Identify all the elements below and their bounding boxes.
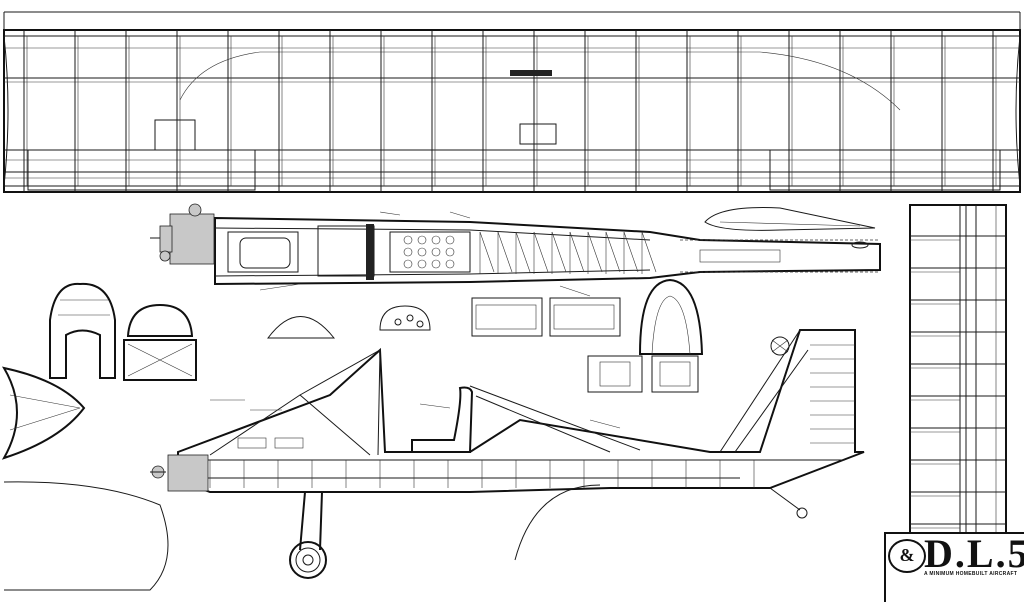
wing-panel-side xyxy=(909,204,1007,534)
fuselage-side-view xyxy=(150,329,865,579)
bulkheads xyxy=(471,278,704,393)
logo-icon: & xyxy=(888,539,926,573)
wing-plan xyxy=(3,11,1021,193)
cowl-parts xyxy=(1,282,431,591)
fuselage-top-view xyxy=(150,203,881,286)
model-name: D.L.5 xyxy=(924,531,1024,576)
leader-lines xyxy=(210,211,621,429)
engine-top xyxy=(150,203,215,265)
model-subtitle: A MINIMUM HOMEBUILT AIRCRAFT xyxy=(924,571,1018,577)
